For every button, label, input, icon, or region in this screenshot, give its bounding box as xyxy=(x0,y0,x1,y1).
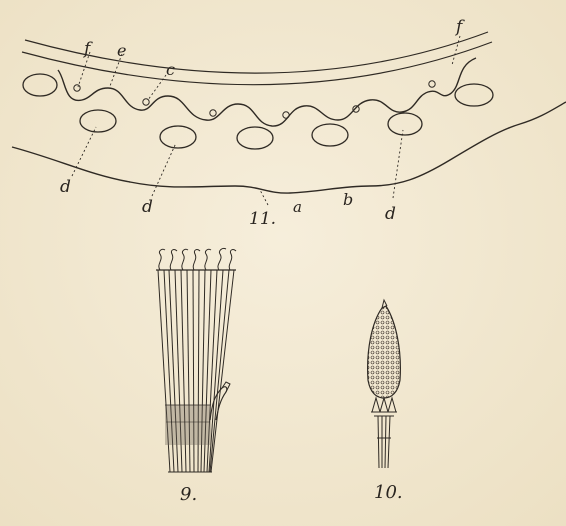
label-d-left: d xyxy=(60,177,71,197)
sheath-base-shading xyxy=(165,405,211,445)
figure-number-10: 10. xyxy=(374,482,403,503)
label-b: b xyxy=(343,190,353,209)
figure-number-11: 11. xyxy=(249,209,276,229)
label-c: c xyxy=(166,60,175,79)
label-d-mid: d xyxy=(142,197,153,217)
label-a: a xyxy=(293,198,302,216)
figure-number-9: 9. xyxy=(180,484,197,505)
label-e: e xyxy=(117,41,126,60)
label-d-right: d xyxy=(385,204,396,224)
